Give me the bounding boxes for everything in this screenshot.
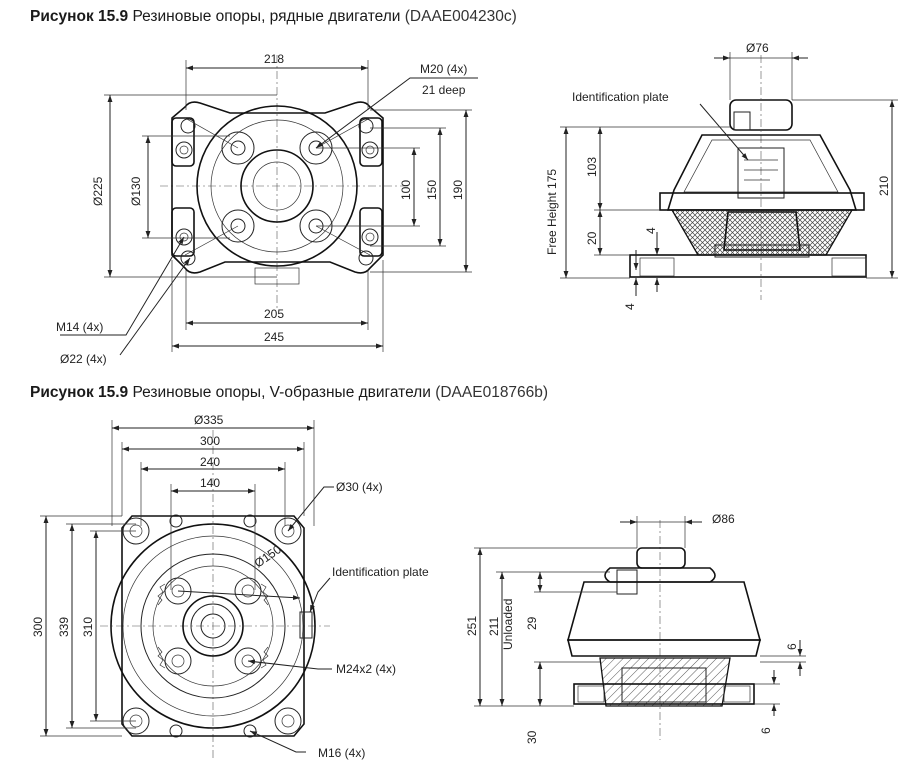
label-m14: M14 (4x) <box>56 320 103 334</box>
figure1-title: Рисунок 15.9 Резиновые опоры, рядные дви… <box>30 8 517 26</box>
dim-310: 310 <box>81 617 95 637</box>
dim-4a: 4 <box>644 227 658 234</box>
figure1-title-text: Резиновые опоры, рядные двигатели <box>132 8 401 25</box>
fig2-top-view <box>40 420 334 760</box>
fig2-top-labels: Ø335 300 240 140 Ø30 (4x) Ø150 Identific… <box>31 413 429 760</box>
dim-150: Ø150 <box>252 542 284 570</box>
figure2-title-text: Резиновые опоры, V-образные двигатели <box>132 384 431 401</box>
dim-103: 103 <box>585 157 599 177</box>
figure1-title-number: Рисунок 15.9 <box>30 8 129 25</box>
label-21-deep: 21 deep <box>422 83 466 97</box>
dim-211: 211 <box>487 617 501 636</box>
label-m20: M20 (4x) <box>420 62 467 76</box>
dim-245: 245 <box>264 330 284 344</box>
label-m16: M16 (4x) <box>318 746 365 760</box>
dim-210: 210 <box>877 176 891 196</box>
fig2-side-labels: Ø86 251 211 Unloaded 29 30 6 6 <box>465 512 799 744</box>
figure1-code: (DAAE004230c) <box>404 8 517 25</box>
dim-100: 100 <box>399 180 413 200</box>
figure2-title-number: Рисунок 15.9 <box>30 384 129 401</box>
dim-205: 205 <box>264 307 284 321</box>
fig1-top-labels: 218 M20 (4x) 21 deep Ø225 Ø130 100 150 1… <box>56 52 467 366</box>
dim-30: 30 <box>525 730 539 744</box>
dim-335: Ø335 <box>194 413 224 427</box>
dim-86: Ø86 <box>712 512 735 526</box>
label-d30: Ø30 (4x) <box>336 480 383 494</box>
dim-20: 20 <box>585 231 599 245</box>
fig1-side-labels: Ø76 Identification plate Free Height 175… <box>545 41 891 310</box>
label-identification-plate-1: Identification plate <box>572 90 669 104</box>
label-unloaded: Unloaded <box>501 599 515 650</box>
fig2-side-view <box>474 516 806 740</box>
label-d22: Ø22 (4x) <box>60 352 107 366</box>
dim-300h: 300 <box>200 434 220 448</box>
dim-6b: 6 <box>759 727 773 734</box>
dim-190: 190 <box>451 180 465 200</box>
dim-76: Ø76 <box>746 41 769 55</box>
dim-150: 150 <box>425 180 439 200</box>
dim-240: 240 <box>200 455 220 469</box>
fig1-side-view <box>560 52 898 300</box>
dim-6a: 6 <box>785 643 799 650</box>
dim-4b: 4 <box>623 303 637 310</box>
dim-339: 339 <box>57 617 71 637</box>
dim-140: 140 <box>200 476 220 490</box>
fig1-top-view <box>60 55 478 356</box>
dim-300v: 300 <box>31 617 45 637</box>
dim-225: Ø225 <box>91 176 105 206</box>
dim-free-height: Free Height 175 <box>545 169 559 255</box>
dim-218: 218 <box>264 52 284 66</box>
label-m24: M24x2 (4x) <box>336 662 396 676</box>
label-identification-plate-2: Identification plate <box>332 565 429 579</box>
figure2-code: (DAAE018766b) <box>435 384 549 401</box>
dim-130: Ø130 <box>129 176 143 206</box>
dim-251: 251 <box>465 616 479 636</box>
dim-29: 29 <box>525 616 539 630</box>
figure2-title: Рисунок 15.9 Резиновые опоры, V-образные… <box>30 384 548 402</box>
